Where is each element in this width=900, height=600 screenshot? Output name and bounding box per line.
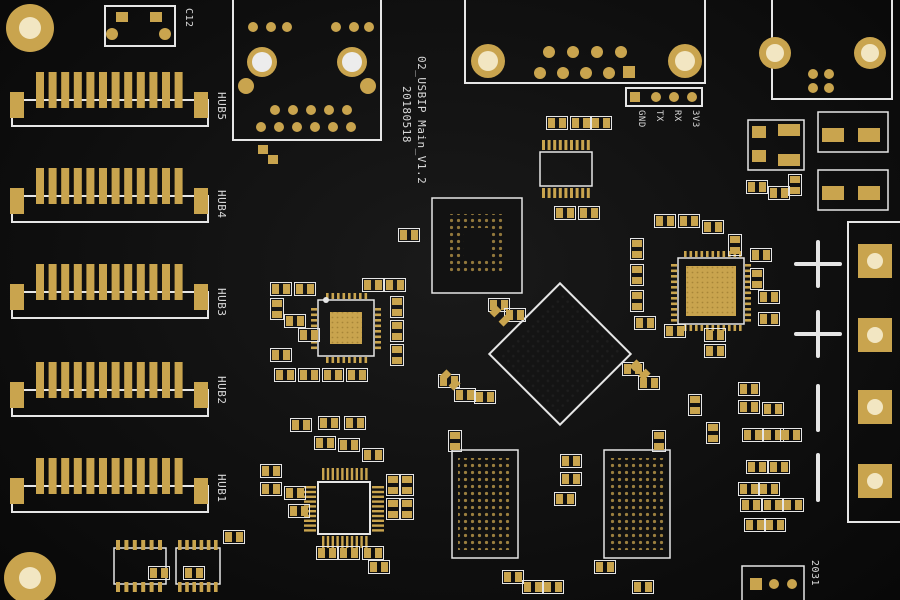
usb-connector-footprint xyxy=(464,0,706,84)
capacitor-c12-footprint xyxy=(104,5,176,47)
label-pin-gnd: GND xyxy=(636,110,646,128)
label-ref-c12: C12 xyxy=(183,8,194,28)
jst-connector-bottom-right xyxy=(741,565,805,600)
label-pin-3v3: 3V3 xyxy=(690,110,700,128)
hub-connector-2 xyxy=(10,362,209,417)
mount-hole-top-left xyxy=(6,4,54,52)
polarity-marks xyxy=(794,240,842,502)
hub-connector-3 xyxy=(10,264,209,319)
power-connector-top-right xyxy=(759,0,893,100)
label-pin-tx: TX xyxy=(654,110,664,122)
hub-connector-1 xyxy=(10,458,209,513)
qfn-chip-right xyxy=(671,251,751,331)
mount-hole-bottom-left xyxy=(4,552,56,600)
terminal-block-right xyxy=(847,221,900,523)
ddr-chip-right xyxy=(603,449,671,559)
memory-bga-upper xyxy=(431,197,523,294)
label-hub1: HUB1 xyxy=(215,474,228,503)
regulator-footprints-right xyxy=(747,111,889,211)
label-hub5: HUB5 xyxy=(215,92,228,121)
ethernet-jack-footprint xyxy=(232,0,382,164)
uart-header-footprint xyxy=(625,87,703,107)
qfp-chip-bottom xyxy=(304,468,384,548)
ddr-chip-left xyxy=(451,449,519,559)
label-hub2: HUB2 xyxy=(215,376,228,405)
passive-components xyxy=(148,116,804,594)
qfn-chip-left xyxy=(311,293,381,363)
label-project-name: 02_USBIP Main_V1.2 xyxy=(415,56,428,185)
hub-connector-5 xyxy=(10,72,209,127)
soic-chip-top xyxy=(539,140,593,198)
label-pin-rx: RX xyxy=(672,110,682,122)
label-hub3: HUB3 xyxy=(215,288,228,317)
hub-connector-4 xyxy=(10,168,209,223)
hub-connector-group xyxy=(10,72,209,513)
main-bga-processor xyxy=(487,281,633,427)
label-hub4: HUB4 xyxy=(215,190,228,219)
label-ref-2031: 2031 xyxy=(809,560,820,587)
label-date-code: 20180518 xyxy=(400,86,413,143)
